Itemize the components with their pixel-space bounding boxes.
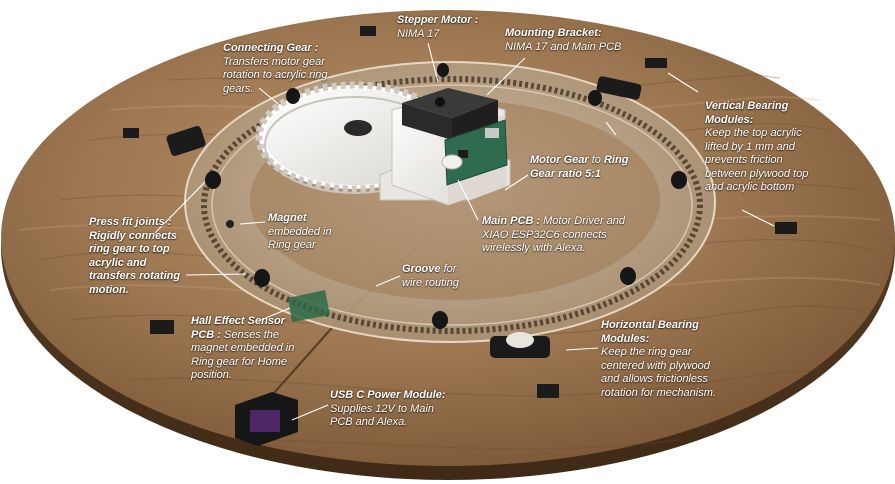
magnet [226,220,234,228]
motor-gear-mid: to [588,154,604,166]
mounting-bracket-title: Mounting Bracket: [505,27,602,39]
main-pcb-title: Main PCB : [482,215,541,227]
hall-sensor-title: Hall Effect Sensor PCB : [191,315,285,341]
horizontal-bearing-desc: Keep the ring gear centered with plywood… [601,346,716,399]
label-hall-sensor: Hall Effect Sensor PCB : Senses the magn… [191,315,303,383]
mounting-bracket-desc: NIMA 17 and Main PCB [505,40,622,53]
label-horizontal-bearing: Horizontal Bearing Modules: Keep the rin… [601,319,731,400]
ring-gear-title: Ring Gear [530,154,629,180]
connecting-gear-title: Connecting Gear : [223,42,319,54]
groove-title: Groove [402,263,441,275]
hall-sensor-desc: Senses the magnet embedded in Ring gear … [191,328,295,382]
label-vertical-bearing: Vertical Bearing Modules: Keep the top a… [705,100,823,195]
hall-sensor-pcb [288,290,330,322]
horizontal-bearing-module [490,332,550,358]
leader-lines [154,42,775,421]
stepper-motor-desc: NIMA 17 [397,27,440,40]
usb-power-desc: Supplies 12V to Main PCB and Alexa. [330,402,434,429]
press-fit-joints [205,63,687,329]
press-fit-desc: Rigidly connects ring gear to top acryli… [89,229,181,296]
label-mounting-bracket: Mounting Bracket: NIMA 17 and Main PCB [505,27,645,54]
motor-gear [441,154,463,170]
stepper-motor-title: Stepper Motor : [397,14,479,26]
usb-c-power-module [235,392,298,446]
press-fit-title: Press fit joints : [89,216,172,228]
motor-gear-ratio: ratio 5:1 [555,167,601,180]
label-usb-power: USB C Power Module: Supplies 12V to Main… [330,389,455,430]
vertical-bearing-modules [123,26,797,398]
main-pcb [444,119,508,186]
label-groove: Groove for wire routing [402,263,472,290]
motor-gear-title: Motor Gear [530,154,589,166]
label-press-fit: Press fit joints : Rigidly connects ring… [89,216,187,297]
magnet-title: Magnet [268,212,307,224]
label-motor-gear: Motor Gear to Ring Gear ratio 5:1 [530,154,638,181]
main-pcb-desc: Motor Driver and XIAO ESP32C6 connects w… [482,215,626,254]
label-main-pcb: Main PCB : Motor Driver and XIAO ESP32C6… [482,215,632,256]
groove-desc: for wire routing [402,263,459,289]
label-magnet: Magnet embedded in Ring gear [268,212,338,253]
connecting-gear-desc: Transfers motor gear rotation to acrylic… [223,55,328,95]
label-stepper-motor: Stepper Motor : NIMA 17 [397,14,507,41]
horizontal-bearing-title: Horizontal Bearing Modules: [601,319,699,345]
stepper-motor [402,88,498,140]
usb-power-title: USB C Power Module: [330,389,446,401]
vertical-bearing-desc: Keep the top acrylic lifted by 1 mm and … [705,127,809,193]
vertical-bearing-title: Vertical Bearing Modules: [705,100,789,126]
magnet-desc: embedded in Ring gear [268,225,332,252]
label-connecting-gear: Connecting Gear : Transfers motor gear r… [223,42,343,96]
